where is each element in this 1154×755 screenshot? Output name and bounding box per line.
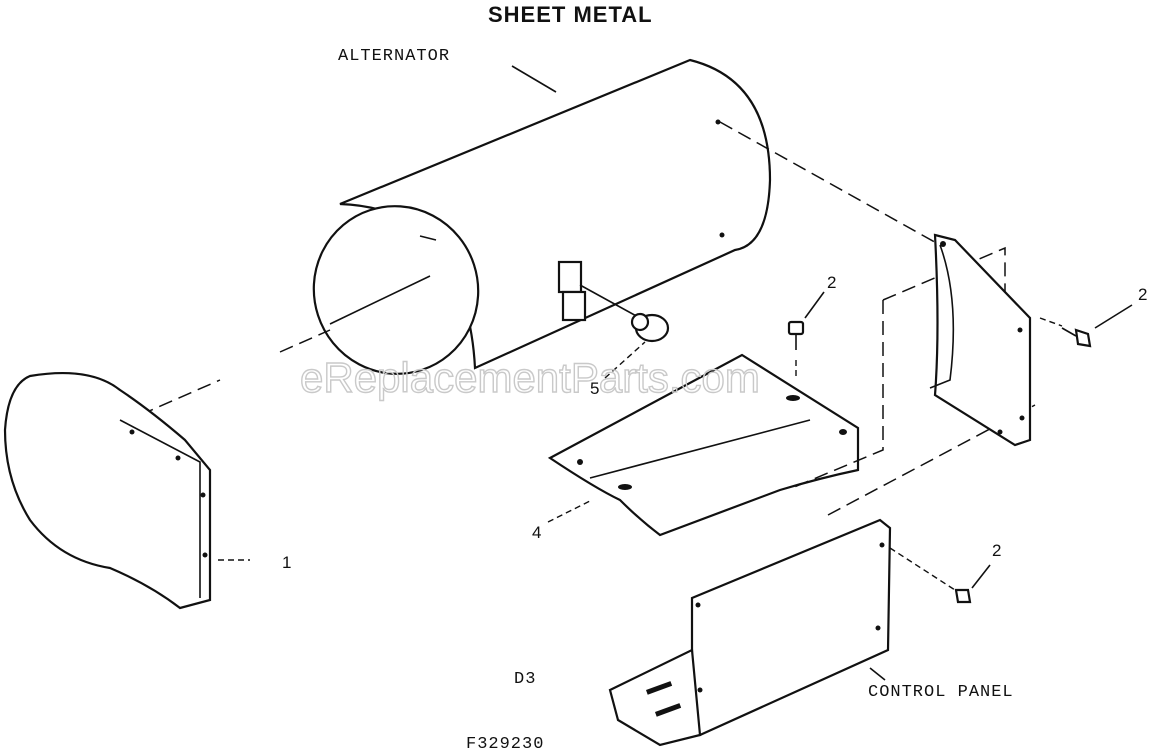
screw-top [787, 320, 805, 350]
screw-bottom [954, 588, 972, 604]
callout-2-bottom: 2 [992, 541, 1001, 560]
axis-line-left [139, 379, 221, 416]
control-panel-label: CONTROL PANEL [868, 683, 1014, 702]
section-label: D3 [514, 670, 536, 689]
control-panel-leader [869, 667, 886, 681]
alternator-label: ALTERNATOR [338, 47, 450, 66]
screw-top-leader [804, 291, 825, 319]
top-plate-leader [547, 499, 593, 523]
callout-5: 5 [590, 379, 599, 398]
grommet-part [630, 312, 670, 343]
bracket-phantom-left [791, 300, 884, 489]
figure-number: F329230 [466, 735, 544, 750]
alternator-leader [511, 65, 557, 93]
callout-1: 1 [282, 553, 291, 572]
bracket-phantom-top [882, 246, 1006, 305]
alternator-cylinder [312, 58, 772, 375]
screw-right [1061, 327, 1092, 348]
axis-line-right [719, 121, 941, 246]
diagram-title: SHEET METAL [488, 2, 653, 27]
control-panel-part [608, 518, 892, 747]
screw-bottom-axis [889, 547, 956, 591]
screw-right-axis [1039, 317, 1063, 327]
screw-bottom-leader [971, 564, 991, 589]
terminal-block [557, 260, 641, 322]
grommet-leader [604, 341, 646, 379]
axis-line-mid [279, 329, 331, 353]
end-cover-part [3, 371, 212, 610]
screw-right-leader [1094, 304, 1133, 329]
watermark: eReplacementParts.com [300, 354, 760, 401]
top-plate-part [547, 353, 860, 537]
right-bracket-part [929, 233, 1032, 447]
callout-2-top: 2 [827, 273, 836, 292]
callout-4: 4 [532, 523, 541, 542]
callout-2-right: 2 [1138, 285, 1147, 304]
